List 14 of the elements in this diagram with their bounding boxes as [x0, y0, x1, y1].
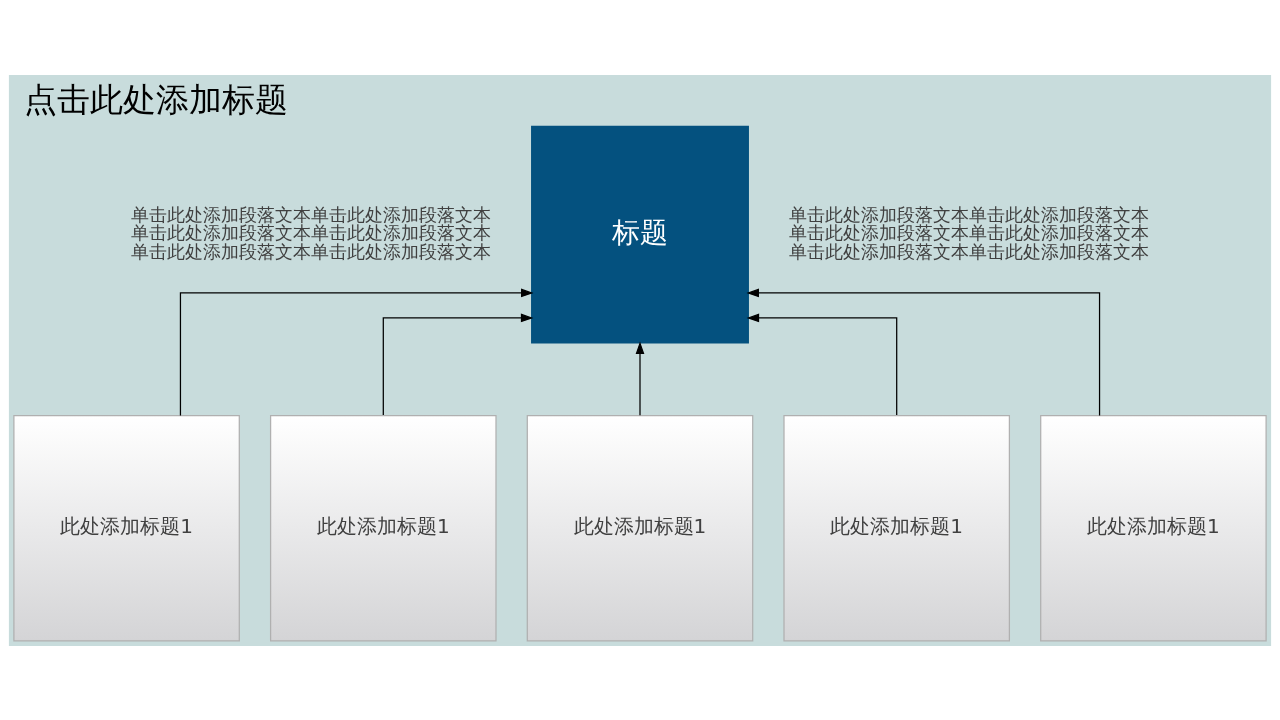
arrow	[382, 313, 534, 416]
node-box: 此处添加标题1	[783, 414, 1011, 642]
label: 单击此处添加段落文本单击此处添加段落文本单击此处添加段落文本单击此处添加段落文本单击此处添加段落文本单击此处添加段落文本	[130, 204, 491, 262]
node-box: 此处添加标题1	[13, 414, 240, 642]
label: 单击此处添加段落文本单击此处添加段落文本单击此处添加段落文本单击此处添加段落文本单击此处添加段落文本单击此处添加段落文本	[789, 204, 1150, 262]
node-box: 标题	[531, 125, 749, 344]
arrow	[746, 288, 1101, 416]
node-box: 此处添加标题1	[1040, 414, 1267, 642]
arrow	[179, 288, 534, 416]
diagram-title: 点击此处添加标题	[24, 80, 289, 119]
arrow	[635, 340, 645, 416]
node-box: 此处添加标题1	[526, 414, 754, 642]
node-box: 此处添加标题1	[269, 414, 497, 642]
arrow	[746, 313, 898, 416]
